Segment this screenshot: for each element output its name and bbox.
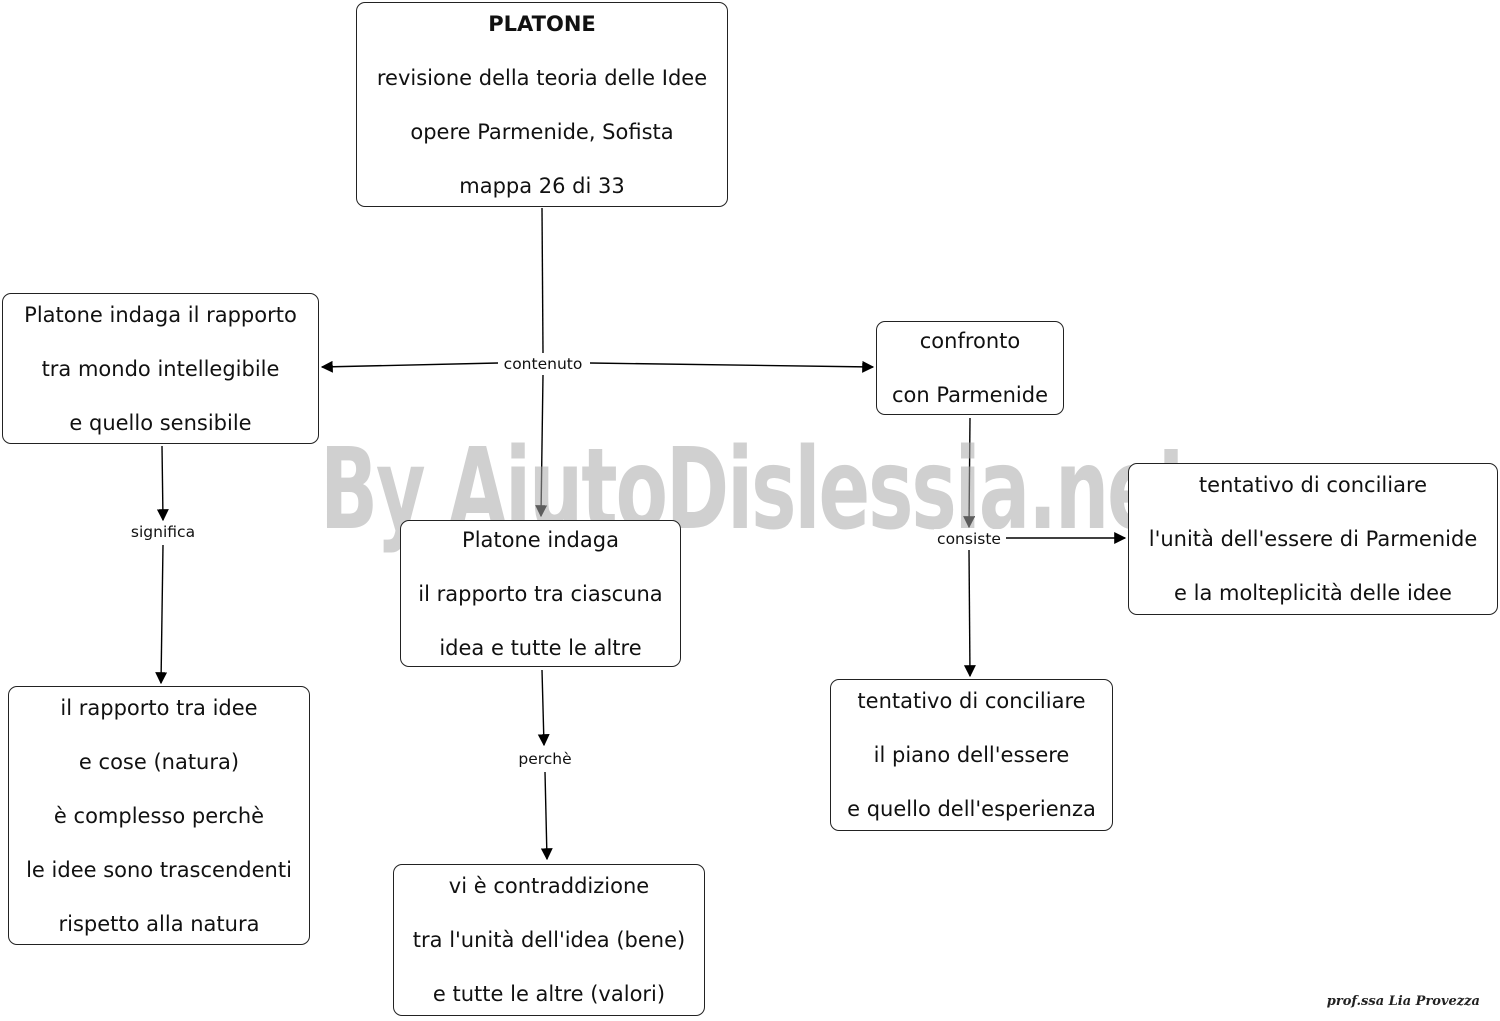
node-contraddizione-line-2: tra l'unità dell'idea (bene) — [412, 928, 686, 952]
edge-consiste-piano — [963, 549, 976, 678]
node-center-line-1: Platone indaga — [462, 527, 619, 552]
edge-confronto-consiste — [963, 417, 976, 529]
author-signature: prof.ssa Lia Provezza — [1326, 994, 1480, 1009]
node-rapporto-line-4: le idee sono trascendenti — [26, 857, 292, 882]
edge-significa-rapporto — [155, 544, 168, 685]
node-rapporto-line-3: è complesso perchè — [53, 803, 265, 828]
node-unita-line-3: e la molteplicità delle idee — [1174, 581, 1452, 605]
node-root-line-2: revisione della teoria delle Idee — [376, 65, 708, 90]
edge-perche-contraddizione — [540, 771, 553, 861]
node-rapporto-mondi: Platone indaga il rapporto tra mondo int… — [2, 293, 319, 444]
node-root-line-3: opere Parmenide, Sofista — [410, 119, 674, 144]
node-platone-root: PLATONE revisione della teoria delle Ide… — [356, 2, 728, 207]
node-left-line-3: e quello sensibile — [69, 410, 252, 435]
node-left-line-1: Platone indaga il rapporto — [24, 302, 297, 327]
node-piano-line-1: tentativo di conciliare — [857, 689, 1086, 713]
node-left-line-2: tra mondo intellegibile — [41, 356, 280, 381]
node-root-line-4: mappa 26 di 33 — [459, 173, 625, 198]
node-piano-line-3: e quello dell'esperienza — [847, 797, 1096, 821]
node-piano-line-2: il piano dell'essere — [873, 743, 1070, 767]
edge-contenuto-left — [320, 360, 499, 373]
node-tentativo-piano-esperienza: tentativo di conciliare il piano dell'es… — [830, 679, 1113, 831]
node-tentativo-unita-molteplicita: tentativo di conciliare l'unità dell'ess… — [1128, 463, 1498, 615]
node-root-title: PLATONE — [488, 11, 596, 36]
link-label-consiste: consiste — [934, 529, 1004, 549]
edge-center-perche — [537, 669, 550, 747]
node-rapporto-idee-tra-loro: Platone indaga il rapporto tra ciascuna … — [400, 520, 681, 667]
node-contraddizione-line-1: vi è contraddizione — [448, 874, 650, 898]
edge-contenuto-confronto — [589, 360, 875, 373]
node-unita-line-1: tentativo di conciliare — [1198, 473, 1428, 497]
node-confronto-parmenide: confronto con Parmenide — [876, 321, 1064, 415]
link-label-perche: perchè — [515, 749, 575, 769]
node-contraddizione: vi è contraddizione tra l'unità dell'ide… — [393, 864, 705, 1016]
node-confronto-line-2: con Parmenide — [891, 383, 1048, 407]
edge-contenuto-center — [535, 374, 548, 518]
node-center-line-3: idea e tutte le altre — [439, 635, 642, 660]
node-rapporto-line-5: rispetto alla natura — [58, 911, 260, 936]
node-rapporto-line-2: e cose (natura) — [78, 749, 240, 774]
node-contraddizione-line-3: e tutte le altre (valori) — [432, 982, 666, 1006]
node-center-line-2: il rapporto tra ciascuna — [418, 581, 663, 606]
node-confronto-line-1: confronto — [919, 329, 1021, 353]
edge-root-contenuto — [541, 207, 544, 354]
edge-left-significa — [156, 445, 169, 522]
node-rapporto-line-1: il rapporto tra idee — [60, 695, 258, 720]
link-label-significa: significa — [127, 522, 199, 542]
node-rapporto-idee-cose: il rapporto tra idee e cose (natura) è c… — [8, 686, 310, 945]
link-label-contenuto: contenuto — [500, 354, 586, 374]
node-unita-line-2: l'unità dell'essere di Parmenide — [1148, 527, 1478, 551]
